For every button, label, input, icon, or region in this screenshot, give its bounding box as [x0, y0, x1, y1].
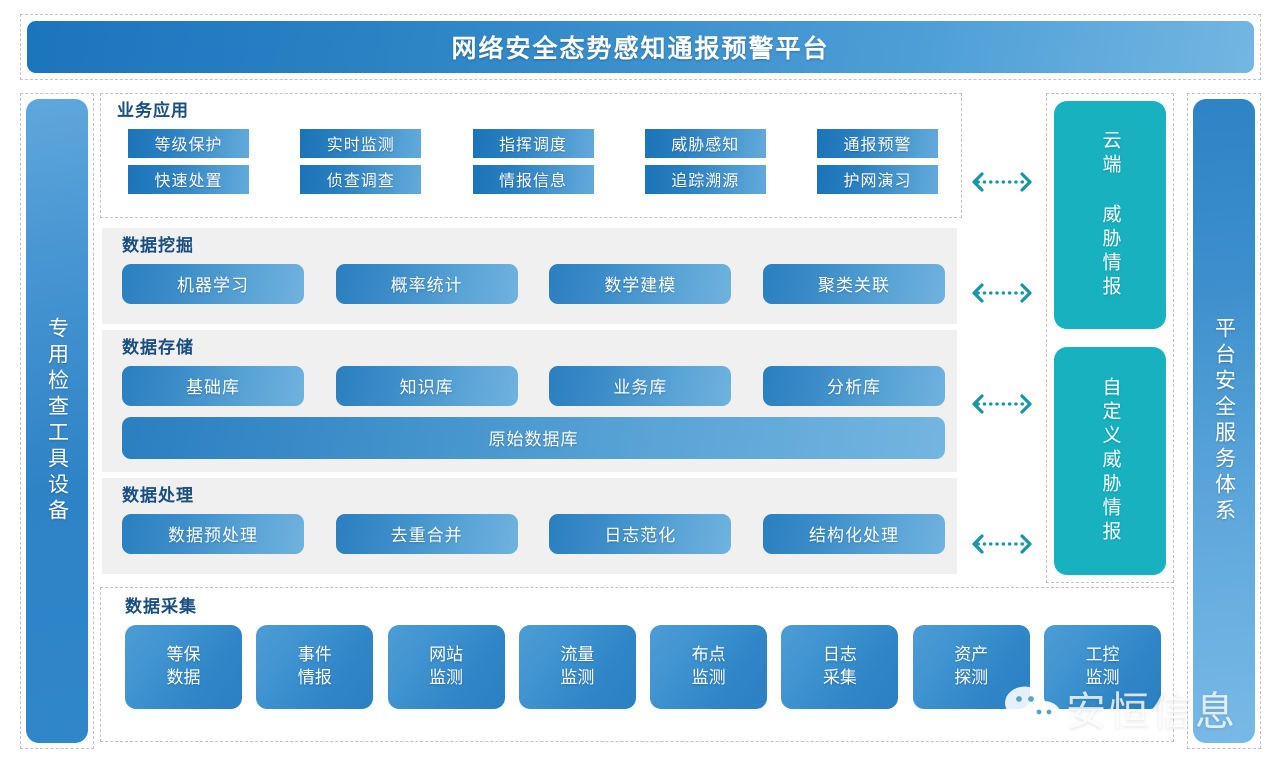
processing-item-dedup-merge[interactable]: 去重合并 — [335, 513, 518, 554]
collection-item-grade-data[interactable]: 等保 数据 — [125, 624, 242, 709]
right-panel-wrapper: 平台安全服务体系 — [1187, 93, 1261, 749]
business-item-rapid-disposal[interactable]: 快速处置 — [128, 164, 249, 194]
double-arrow-dotted-icon — [972, 172, 1032, 192]
collection-item-ics-monitor[interactable]: 工控 监测 — [1043, 624, 1161, 709]
collection-line-1: 网站 — [429, 644, 464, 664]
custom-threat-intel-box[interactable]: 自定义威胁情报 — [1054, 347, 1166, 575]
double-arrow-dotted-icon — [972, 534, 1032, 554]
storage-item-raw-db[interactable]: 原始数据库 — [122, 416, 945, 459]
business-item-grade-protection[interactable]: 等级保护 — [128, 128, 249, 158]
business-item-intelligence-info[interactable]: 情报信息 — [472, 164, 594, 194]
mining-item-clustering-correlation[interactable]: 聚类关联 — [762, 263, 945, 304]
left-panel-label: 专用检查工具设备 — [45, 317, 69, 525]
collection-item-point-monitor[interactable]: 布点 监测 — [650, 624, 768, 709]
business-cell: 护网演习 — [806, 164, 949, 194]
collection-line-2: 监测 — [691, 667, 726, 687]
mining-item-probability-statistics[interactable]: 概率统计 — [335, 263, 518, 304]
business-cell: 威胁感知 — [634, 128, 777, 158]
collection-line-2: 监测 — [560, 667, 595, 687]
special-inspection-tools-panel[interactable]: 专用检查工具设备 — [26, 99, 88, 743]
collection-line-1: 事件 — [297, 644, 332, 664]
threat-intel-wrapper: 云端 威胁情报 自定义威胁情报 — [1046, 93, 1174, 583]
collection-line-1: 工控 — [1085, 644, 1120, 664]
collection-line-2: 数据 — [166, 667, 201, 687]
collection-item-log-collect[interactable]: 日志 采集 — [781, 624, 899, 709]
data-mining-row: 机器学习 概率统计 数学建模 聚类关联 — [122, 263, 945, 304]
business-cell: 实时监测 — [289, 128, 432, 158]
collection-line-2: 采集 — [822, 667, 857, 687]
business-application-section: 业务应用 等级保护 实时监测 指挥调度 威胁感知 通报预警 快速处置 侦查调查 … — [100, 93, 962, 218]
data-collection-section: 数据采集 等保 数据 事件 情报 网站 监测 流量 监测 — [100, 587, 1174, 742]
custom-threat-intel-label: 自定义威胁情报 — [1099, 377, 1121, 545]
platform-title-bar: 网络安全态势感知通报预警平台 — [27, 21, 1254, 73]
storage-item-business-db[interactable]: 业务库 — [549, 365, 732, 406]
business-item-command-dispatch[interactable]: 指挥调度 — [472, 128, 594, 158]
collection-line-2: 情报 — [297, 667, 332, 687]
double-arrow-dotted-icon — [972, 394, 1032, 414]
data-processing-title: 数据处理 — [122, 486, 194, 505]
double-arrow-dotted-icon — [972, 283, 1032, 303]
collection-line-2: 监测 — [429, 667, 464, 687]
data-storage-section: 数据存储 基础库 知识库 业务库 分析库 原始数据库 — [102, 330, 957, 472]
collection-line-1: 布点 — [691, 644, 726, 664]
data-processing-row: 数据预处理 去重合并 日志范化 结构化处理 — [122, 513, 945, 554]
processing-item-structuring[interactable]: 结构化处理 — [762, 513, 945, 554]
collection-line-2: 探测 — [954, 667, 989, 687]
business-cell: 情报信息 — [462, 164, 605, 194]
collection-line-1: 日志 — [822, 644, 857, 664]
cloud-threat-intel-label: 云端 威胁情报 — [1099, 130, 1121, 300]
title-section-wrapper: 网络安全态势感知通报预警平台 — [20, 14, 1261, 80]
business-cell: 通报预警 — [806, 128, 949, 158]
data-collection-title: 数据采集 — [125, 597, 197, 616]
business-item-trace-source[interactable]: 追踪溯源 — [644, 164, 766, 194]
business-item-network-drill[interactable]: 护网演习 — [817, 164, 938, 194]
data-processing-section: 数据处理 数据预处理 去重合并 日志范化 结构化处理 — [102, 478, 957, 574]
processing-item-preprocessing[interactable]: 数据预处理 — [122, 513, 304, 554]
data-mining-section: 数据挖掘 机器学习 概率统计 数学建模 聚类关联 — [102, 228, 957, 324]
collection-line-1: 等保 — [166, 644, 201, 664]
business-cell: 侦查调查 — [289, 164, 432, 194]
collection-line-2: 监测 — [1085, 667, 1120, 687]
business-item-notification-warning[interactable]: 通报预警 — [817, 128, 938, 158]
collection-line-1: 流量 — [560, 644, 595, 664]
business-cell: 追踪溯源 — [634, 164, 777, 194]
business-item-investigation[interactable]: 侦查调查 — [300, 164, 422, 194]
collection-item-asset-detect[interactable]: 资产 探测 — [912, 624, 1030, 709]
business-cell: 快速处置 — [117, 164, 260, 194]
center-column: 业务应用 等级保护 实时监测 指挥调度 威胁感知 通报预警 快速处置 侦查调查 … — [100, 93, 1174, 749]
collection-item-website-monitor[interactable]: 网站 监测 — [387, 624, 505, 709]
storage-item-analysis-db[interactable]: 分析库 — [762, 365, 945, 406]
platform-security-service-panel[interactable]: 平台安全服务体系 — [1193, 99, 1255, 743]
data-storage-row: 基础库 知识库 业务库 分析库 — [122, 365, 945, 406]
business-row-2: 快速处置 侦查调查 情报信息 追踪溯源 护网演习 — [117, 164, 949, 194]
page-title: 网络安全态势感知通报预警平台 — [451, 35, 830, 63]
data-storage-title: 数据存储 — [122, 338, 194, 357]
business-row-1: 等级保护 实时监测 指挥调度 威胁感知 通报预警 — [117, 128, 949, 158]
business-cell: 等级保护 — [117, 128, 260, 158]
collection-item-traffic-monitor[interactable]: 流量 监测 — [518, 624, 636, 709]
data-collection-row: 等保 数据 事件 情报 网站 监测 流量 监测 布点 监测 — [125, 624, 1161, 709]
cloud-threat-intel-box[interactable]: 云端 威胁情报 — [1054, 101, 1166, 329]
business-item-realtime-monitor[interactable]: 实时监测 — [300, 128, 422, 158]
collection-item-event-intel[interactable]: 事件 情报 — [256, 624, 374, 709]
data-mining-title: 数据挖掘 — [122, 236, 194, 255]
business-item-threat-awareness[interactable]: 威胁感知 — [644, 128, 766, 158]
business-application-title: 业务应用 — [117, 101, 189, 120]
right-panel-label: 平台安全服务体系 — [1212, 317, 1236, 525]
storage-item-base-db[interactable]: 基础库 — [122, 365, 304, 406]
processing-item-log-normalization[interactable]: 日志范化 — [549, 513, 732, 554]
mining-item-math-modeling[interactable]: 数学建模 — [549, 263, 732, 304]
storage-item-knowledge-db[interactable]: 知识库 — [335, 365, 518, 406]
left-panel-wrapper: 专用检查工具设备 — [20, 93, 94, 749]
mining-item-machine-learning[interactable]: 机器学习 — [122, 263, 304, 304]
collection-line-1: 资产 — [954, 644, 989, 664]
business-cell: 指挥调度 — [462, 128, 605, 158]
